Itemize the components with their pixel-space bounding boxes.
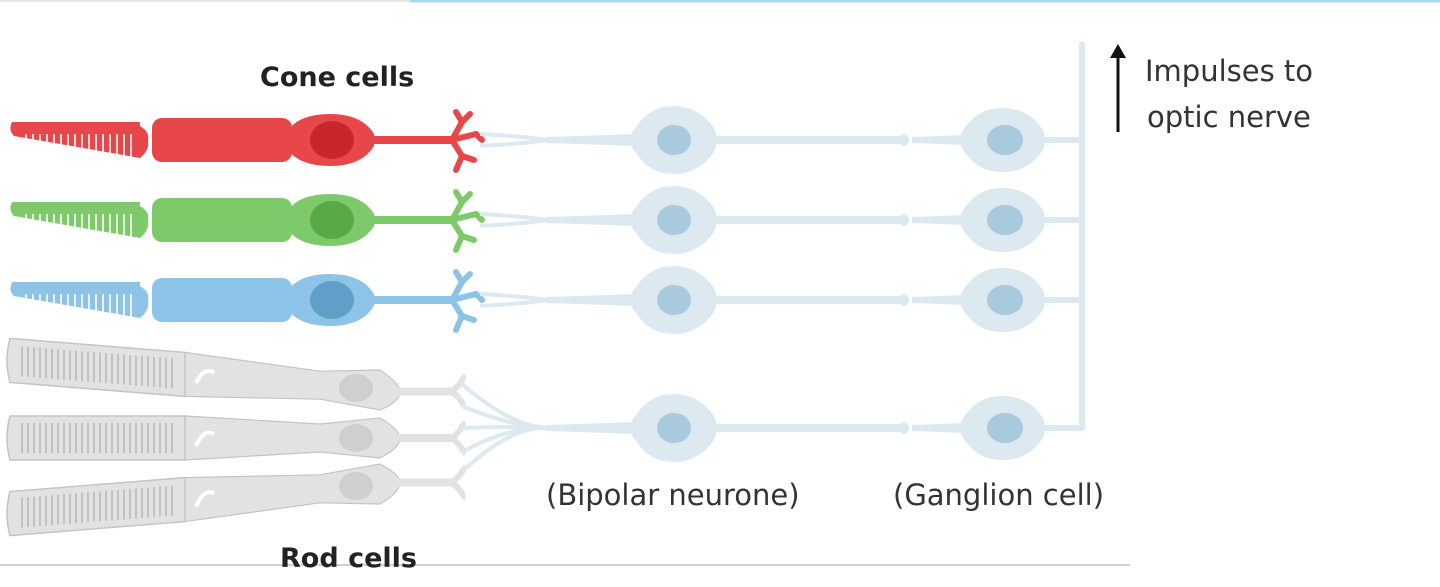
cone-axon (372, 216, 456, 224)
rod-terminal (450, 373, 466, 410)
bipolar-axon (714, 424, 902, 432)
cone-terminal-branch (459, 111, 473, 125)
cone-nucleus (310, 281, 354, 319)
neuron-row-4 (460, 382, 1082, 474)
ganglion-dendrite (912, 423, 966, 433)
rod-cell-3 (6, 463, 466, 537)
neurons-group (460, 106, 1082, 474)
cone-cell-blue (10, 269, 485, 333)
cone-axon (372, 136, 456, 144)
cone-nucleus (310, 121, 354, 159)
rod-cells-group (6, 337, 466, 537)
bipolar-axon (714, 296, 902, 304)
cone-inner-segment (152, 118, 292, 162)
ganglion-dendrite (912, 295, 966, 305)
bipolar-dendrite (460, 425, 549, 474)
bipolar-synapse (899, 134, 909, 146)
cone-terminal-branch (449, 131, 479, 143)
bipolar-synapse (899, 214, 909, 226)
ganglion-axon (1042, 137, 1082, 143)
cone-cell-red (10, 109, 485, 173)
bipolar-process (546, 214, 640, 226)
impulses-label-line2: optic nerve (1147, 100, 1311, 134)
bipolar-nucleus (657, 125, 691, 155)
bipolar-nucleus (657, 205, 691, 235)
cone-neck (140, 206, 149, 238)
cone-terminal-branch (459, 191, 473, 205)
cone-terminal-branch (449, 291, 479, 303)
rod-terminal (450, 464, 466, 501)
cone-cells-group (10, 109, 485, 333)
up-arrow-icon (1110, 44, 1126, 132)
rod-cell-2 (6, 415, 466, 461)
rod-nucleus (339, 471, 373, 500)
cone-terminal-branch (449, 211, 479, 223)
cone-terminal-branch (459, 153, 477, 163)
bipolar-axon (714, 136, 902, 144)
cone-terminal-branch (473, 211, 485, 223)
ganglion-axon (1042, 297, 1082, 303)
cone-inner-segment (152, 278, 292, 322)
cone-nucleus (310, 201, 354, 239)
bipolar-dendrite (479, 132, 549, 148)
cone-neck (140, 286, 149, 318)
rod-cells-label: Rod cells (280, 543, 417, 574)
bipolar-process (546, 422, 640, 434)
cone-terminal-branch (473, 131, 485, 143)
cone-terminal-branch (459, 271, 473, 285)
cone-neck (140, 126, 149, 158)
bipolar-nucleus (657, 413, 691, 443)
rod-nucleus (339, 374, 373, 403)
bipolar-dendrite (479, 292, 549, 308)
bipolar-process (546, 294, 640, 306)
neuron-row-1 (479, 106, 1082, 174)
cone-terminal-branch (459, 313, 477, 323)
ganglion-nucleus (987, 205, 1023, 235)
ganglion-nucleus (987, 413, 1023, 443)
cone-terminal-branch (459, 233, 477, 243)
cone-terminal-branch (473, 291, 485, 303)
ganglion-cell-label: (Ganglion cell) (893, 478, 1105, 512)
rod-cilium (194, 368, 216, 385)
ganglion-dendrite (912, 215, 966, 225)
cone-cells-label: Cone cells (260, 62, 415, 93)
cone-inner-segment (152, 198, 292, 242)
bipolar-synapse (899, 422, 909, 434)
bipolar-synapse (899, 294, 909, 306)
rod-cilium (194, 490, 215, 508)
bipolar-dendrite (479, 212, 549, 228)
rod-nucleus (339, 424, 373, 452)
ganglion-axon (1042, 425, 1082, 431)
neuron-row-3 (479, 266, 1082, 334)
ganglion-nucleus (987, 125, 1023, 155)
rod-cell-1 (6, 337, 466, 411)
bipolar-axon (714, 216, 902, 224)
ganglion-axon (1042, 217, 1082, 223)
impulses-label-line1: Impulses to (1145, 54, 1314, 88)
neuron-row-2 (479, 186, 1082, 254)
ganglion-dendrite (912, 135, 966, 145)
bipolar-nucleus (657, 285, 691, 315)
rod-terminal (450, 419, 466, 457)
bipolar-process (546, 134, 640, 146)
cone-axon (372, 296, 456, 304)
cone-cell-green (10, 189, 485, 253)
bipolar-neurone-label: (Bipolar neurone) (546, 478, 800, 512)
rod-cilium (194, 430, 216, 447)
ganglion-nucleus (987, 285, 1023, 315)
